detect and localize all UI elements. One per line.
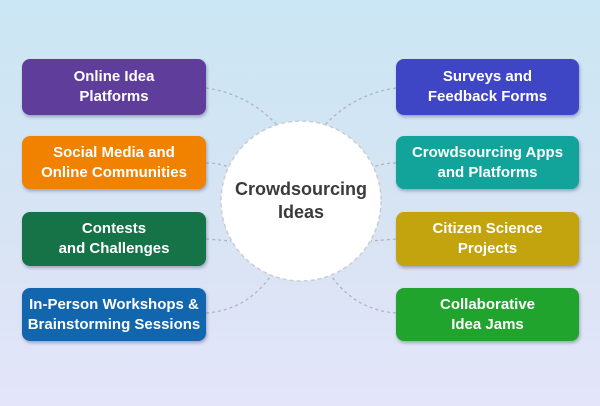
node-label-line2: and Platforms xyxy=(437,163,538,181)
node-label-line2: Brainstorming Sessions xyxy=(27,315,201,333)
center-title-line1: Crowdsourcing xyxy=(234,179,367,199)
node-label-line1: Social Media and xyxy=(53,143,175,161)
node-label-line1: Surveys and xyxy=(442,68,533,85)
node-label-line1: Collaborative xyxy=(439,295,536,313)
node-label-line2: Online Communities xyxy=(41,163,187,181)
connector-line-right-1 xyxy=(372,162,397,168)
node-label-line2: Projects xyxy=(457,240,518,257)
center-circle xyxy=(220,120,382,282)
node-contests-and-challenges: Contests and Challenges xyxy=(22,212,206,266)
node-label-line2: Idea Jams xyxy=(451,315,524,333)
center-title: Crowdsourcing Ideas xyxy=(221,121,381,281)
node-label-line2: and Challenges xyxy=(58,240,170,257)
node-label-line1: Contests xyxy=(81,220,147,237)
node-collaborative-idea-jams: Collaborative Idea Jams xyxy=(396,288,579,341)
connector-line-right-2 xyxy=(370,238,397,242)
connector-line-left-2 xyxy=(205,238,232,242)
node-crowdsourcing-apps-platforms: Crowdsourcing Apps and Platforms xyxy=(396,136,579,189)
connector-line-right-0 xyxy=(324,87,397,126)
connector-line-right-3 xyxy=(331,276,397,314)
node-label-line2: Feedback Forms xyxy=(427,88,548,105)
node-label-line1: Online Idea xyxy=(73,68,155,85)
node-label-line1: In-Person Workshops & xyxy=(29,295,199,313)
node-label-line1: Citizen Science xyxy=(432,220,543,237)
center-title-line2: Ideas xyxy=(277,202,325,222)
node-citizen-science-projects: Citizen Science Projects xyxy=(396,212,579,266)
node-social-media-online-communities: Social Media and Online Communities xyxy=(22,136,206,189)
node-in-person-workshops-brainstorming: In-Person Workshops & Brainstorming Sess… xyxy=(22,288,206,341)
connector-line-left-1 xyxy=(205,162,230,168)
node-surveys-and-feedback-forms: Surveys and Feedback Forms xyxy=(396,59,579,115)
node-online-idea-platforms: Online Idea Platforms xyxy=(22,59,206,115)
node-label-line2: Platforms xyxy=(79,88,149,105)
node-label-line1: Crowdsourcing Apps xyxy=(411,143,564,161)
connector-line-left-0 xyxy=(205,87,278,126)
connector-line-left-3 xyxy=(205,276,271,314)
